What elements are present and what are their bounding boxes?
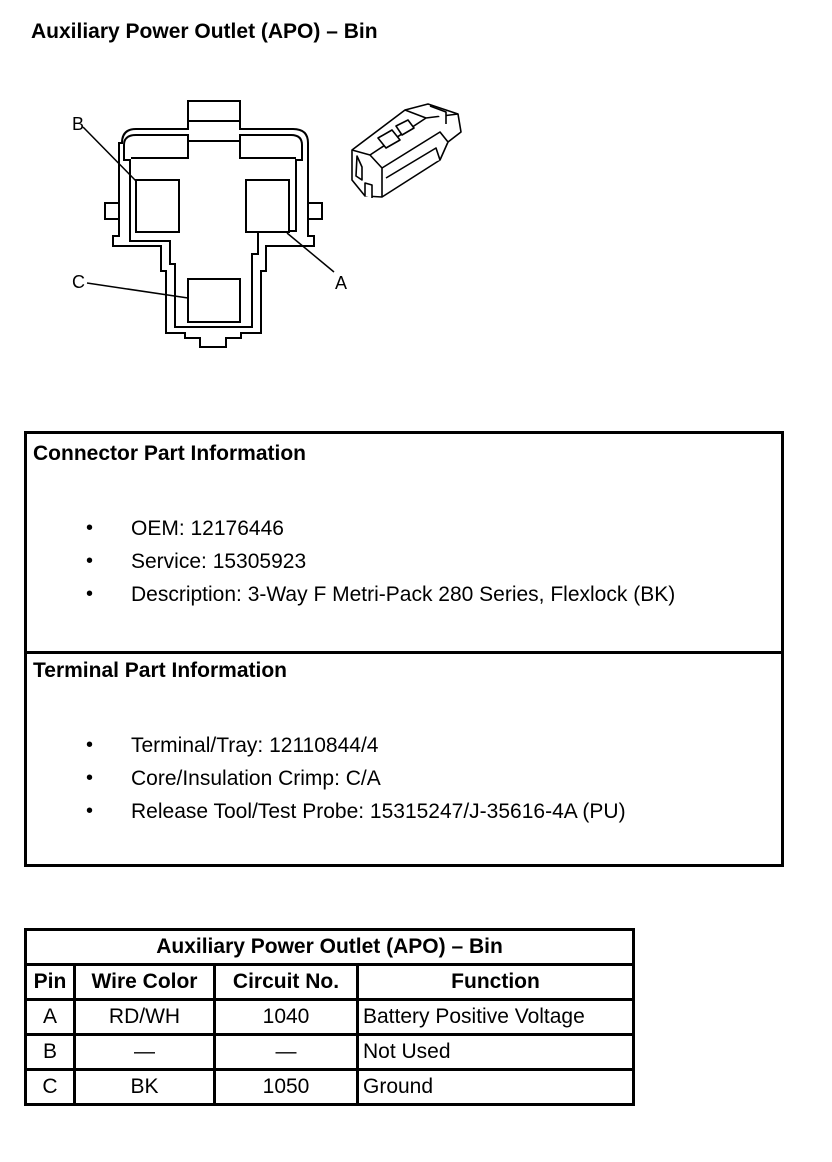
- list-item: • Core/Insulation Crimp: C/A: [27, 762, 626, 795]
- cell-wire-color: BK: [73, 1068, 216, 1106]
- bullet-icon: •: [86, 517, 94, 539]
- cell-function: Not Used: [356, 1033, 635, 1071]
- page-title: Auxiliary Power Outlet (APO) – Bin: [31, 20, 378, 43]
- cell-function: Ground: [356, 1068, 635, 1106]
- bullet-icon: •: [86, 800, 94, 822]
- terminal-info-heading: Terminal Part Information: [33, 659, 287, 682]
- connector-info-list: • OEM: 12176446 • Service: 15305923 • Descr…: [27, 512, 675, 611]
- cell-wire-color: RD/WH: [73, 998, 216, 1036]
- pin-table: Auxiliary Power Outlet (APO) – Bin Pin W…: [24, 928, 635, 1106]
- list-item: • Release Tool/Test Probe: 15315247/J-356…: [27, 795, 626, 828]
- list-item-text: Release Tool/Test Probe: 15315247/J-3561…: [131, 800, 626, 823]
- list-item-text: OEM: 12176446: [131, 517, 284, 540]
- header-pin: Pin: [24, 963, 76, 1001]
- list-item: • Service: 15305923: [27, 545, 675, 578]
- header-circuit-no: Circuit No.: [213, 963, 359, 1001]
- bullet-icon: •: [86, 767, 94, 789]
- header-wire-color: Wire Color: [73, 963, 216, 1001]
- bullet-icon: •: [86, 550, 94, 572]
- callout-b: B: [72, 114, 84, 134]
- table-header-row: Pin Wire Color Circuit No. Function: [24, 963, 635, 1001]
- list-item-text: Terminal/Tray: 12110844/4: [131, 734, 379, 757]
- terminal-info-list: • Terminal/Tray: 12110844/4 • Core/Insulat…: [27, 729, 626, 828]
- connector-info-heading: Connector Part Information: [33, 442, 307, 465]
- cell-function: Battery Positive Voltage: [356, 998, 635, 1036]
- part-info-box: Connector Part Information • OEM: 1217644…: [24, 431, 784, 867]
- cell-pin: C: [24, 1068, 76, 1106]
- table-title: Auxiliary Power Outlet (APO) – Bin: [24, 928, 635, 966]
- connector-3d-sketch: [351, 103, 462, 198]
- cell-circuit-no: 1050: [213, 1068, 359, 1106]
- terminal-info-section: Terminal Part Information • Terminal/Tray…: [27, 651, 781, 864]
- bullet-icon: •: [86, 734, 94, 756]
- table-row: B — — Not Used: [24, 1033, 635, 1071]
- callout-c: C: [72, 272, 85, 292]
- table-title-row: Auxiliary Power Outlet (APO) – Bin: [24, 928, 635, 966]
- list-item-text: Service: 15305923: [131, 550, 307, 573]
- list-item-text: Description: 3-Way F Metri-Pack 280 Seri…: [131, 583, 676, 606]
- callout-a: A: [335, 273, 347, 293]
- cell-circuit-no: —: [213, 1033, 359, 1071]
- cell-pin: A: [24, 998, 76, 1036]
- list-item: • OEM: 12176446: [27, 512, 675, 545]
- header-function: Function: [356, 963, 635, 1001]
- table-row: A RD/WH 1040 Battery Positive Voltage: [24, 998, 635, 1036]
- table-row: C BK 1050 Ground: [24, 1068, 635, 1106]
- bullet-icon: •: [86, 583, 94, 605]
- cell-wire-color: —: [73, 1033, 216, 1071]
- cell-circuit-no: 1040: [213, 998, 359, 1036]
- list-item: • Description: 3-Way F Metri-Pack 280 Ser…: [27, 578, 675, 611]
- connector-diagram: B A C: [72, 100, 462, 348]
- list-item-text: Core/Insulation Crimp: C/A: [131, 767, 381, 790]
- cell-pin: B: [24, 1033, 76, 1071]
- connector-info-section: Connector Part Information • OEM: 1217644…: [27, 434, 781, 654]
- list-item: • Terminal/Tray: 12110844/4: [27, 729, 626, 762]
